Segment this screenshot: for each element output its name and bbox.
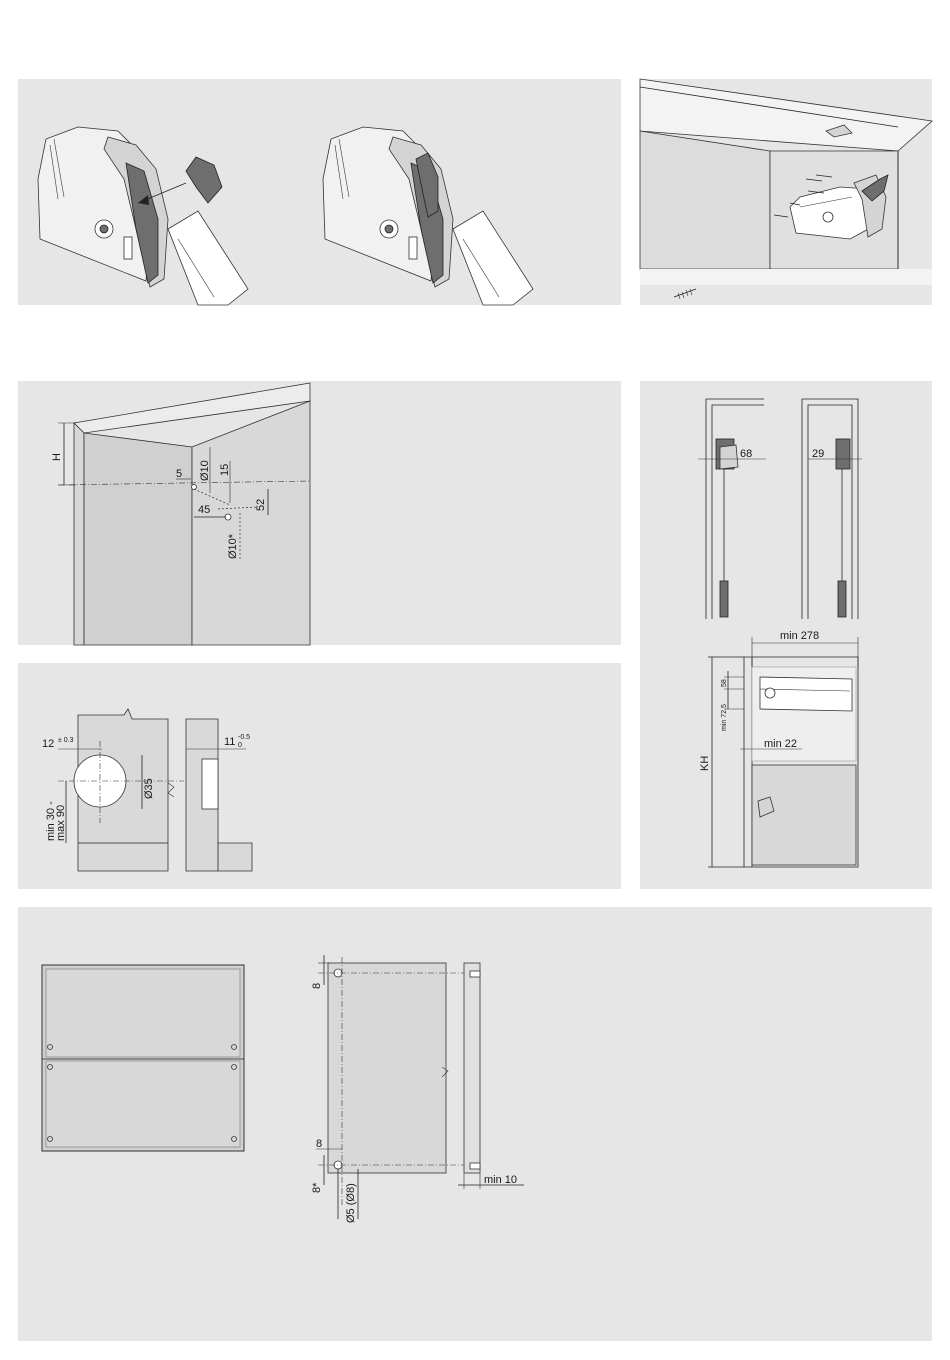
dim-h: H: [51, 453, 63, 461]
dim-15: 15: [219, 464, 231, 476]
dim-min22: min 22: [764, 738, 797, 750]
dim-68: 68: [740, 448, 752, 460]
side-view-left: 68: [698, 399, 766, 619]
dim-8-side: 8: [316, 1138, 322, 1150]
dim-min72-5: min 72.5: [721, 704, 728, 731]
cabinet-section: min 278 KH 58 min 72.5 min 22: [699, 630, 858, 867]
cabinet-mounting-illustration: [640, 79, 932, 305]
dim-58: 58: [721, 679, 728, 687]
dim-29: 29: [812, 448, 824, 460]
mechanism-clip-illustration: [18, 79, 621, 305]
door-holes-view: 8 8 8* Ø5 (Ø8) min 10: [311, 955, 524, 1223]
drilling-diagram: H 5 Ø10 15 45 52 Ø10*: [18, 381, 621, 645]
side-and-cabinet-diagram: 68 29 min 278: [640, 381, 932, 889]
dim-min10: min 10: [484, 1174, 517, 1186]
dim-kh: KH: [699, 756, 711, 771]
dim-d5: Ø5 (Ø8): [345, 1183, 357, 1223]
dim-5: 5: [176, 468, 182, 480]
dim-11-lower: 0: [238, 742, 242, 749]
dim-11-upper: -0.5: [238, 734, 250, 741]
front-holes-diagram: 8 8 8* Ø5 (Ø8) min 10: [18, 907, 932, 1341]
side-view-right: 29: [802, 399, 862, 619]
panel-front-holes: 8 8 8* Ø5 (Ø8) min 10: [18, 907, 932, 1341]
dim-d35: Ø35: [143, 778, 155, 799]
hinge-boring-diagram: 12 ± 0.3 Ø35 min 30 - max 90 11 -0.5 0: [18, 663, 621, 889]
panel-cabinet-mounting: [640, 79, 932, 305]
dim-45: 45: [198, 504, 210, 516]
panel-drilling-positions: H 5 Ø10 15 45 52 Ø10*: [18, 381, 621, 645]
dim-12-tolerance: ± 0.3: [58, 737, 74, 744]
dim-8-top: 8: [311, 983, 323, 989]
screw-icon: [674, 289, 696, 299]
panel-hinge-boring: 12 ± 0.3 Ø35 min 30 - max 90 11 -0.5 0: [18, 663, 621, 889]
dim-d10-star: Ø10*: [227, 533, 239, 559]
dim-12: 12: [42, 738, 54, 750]
dim-11: 11: [224, 736, 235, 748]
front-view: [42, 965, 244, 1151]
dim-d10: Ø10: [199, 460, 211, 481]
dim-max90: max 90: [55, 805, 67, 841]
dim-52: 52: [255, 499, 267, 511]
mechanism-right: [323, 127, 533, 305]
panel-side-and-cabinet: 68 29 min 278: [640, 381, 932, 889]
mechanism-left: [38, 127, 248, 305]
dim-min278: min 278: [780, 630, 819, 642]
dim-8-star: 8*: [311, 1182, 323, 1193]
panel-mechanism-clip: [18, 79, 621, 305]
